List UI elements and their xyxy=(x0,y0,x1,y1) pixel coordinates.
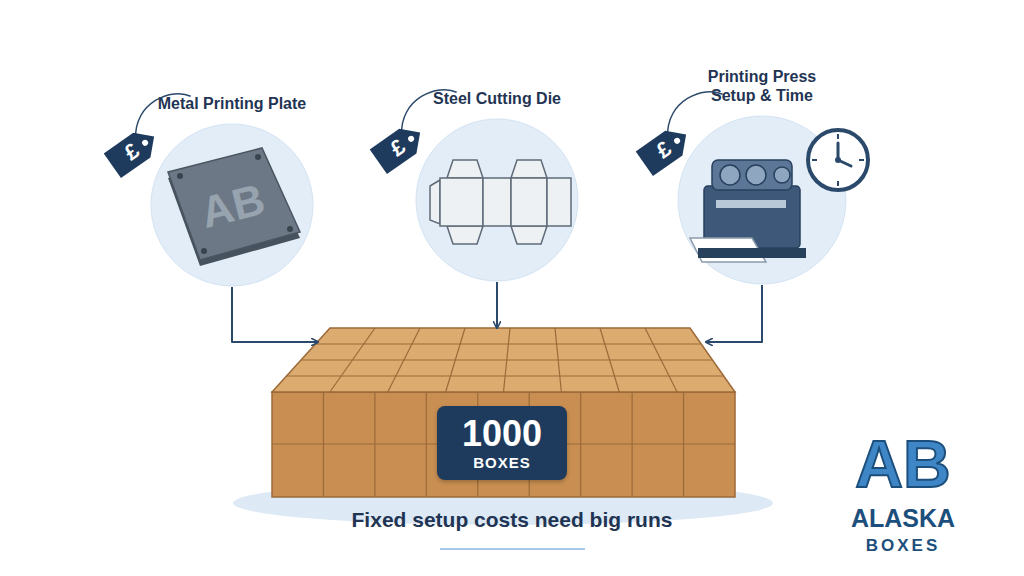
box-edge xyxy=(555,328,561,392)
box-stack: 1000BOXES xyxy=(318,328,706,506)
box-grid xyxy=(272,328,735,497)
box-edge xyxy=(504,328,511,392)
box-edge xyxy=(580,392,581,497)
box-edge xyxy=(316,343,702,344)
box-edge xyxy=(287,375,724,376)
box-edge xyxy=(446,328,465,392)
cost-circle: Printing Press Setup & Time xyxy=(677,115,847,285)
cost-heading: Steel Cutting Die xyxy=(422,89,572,108)
box-edge xyxy=(388,328,420,392)
caption-underline xyxy=(440,548,585,550)
quantity-badge: 1000BOXES xyxy=(437,406,567,480)
circle-shape xyxy=(415,118,579,282)
currency-symbol: £ xyxy=(653,137,676,162)
box-edge xyxy=(301,359,713,360)
flow-arrow xyxy=(706,285,762,342)
circle-shape xyxy=(677,115,847,285)
logo-word: ALASKA xyxy=(851,506,955,531)
box-edge xyxy=(426,392,427,497)
quantity-unit: BOXES xyxy=(453,454,551,472)
box-edge xyxy=(645,328,677,392)
logo-word: BOXES xyxy=(866,537,941,554)
cost-heading: Printing Press Setup & Time xyxy=(687,67,837,105)
box-edge xyxy=(600,328,619,392)
box-edge xyxy=(330,328,375,392)
quantity-number: 1000 xyxy=(453,414,551,454)
stack-top xyxy=(272,328,735,392)
stack-front xyxy=(272,392,735,497)
box-edge xyxy=(374,392,375,497)
box-edge xyxy=(323,392,324,497)
cost-circle: Steel Cutting Die xyxy=(415,118,579,282)
currency-symbol: £ xyxy=(387,135,410,160)
box-edge xyxy=(632,392,633,497)
flow-arrow xyxy=(232,287,318,342)
logo-mark: AB xyxy=(855,431,950,497)
flow-arrow xyxy=(496,282,498,328)
cost-heading: Metal Printing Plate xyxy=(157,94,307,113)
currency-symbol: £ xyxy=(121,139,144,164)
box-edge xyxy=(683,392,684,497)
